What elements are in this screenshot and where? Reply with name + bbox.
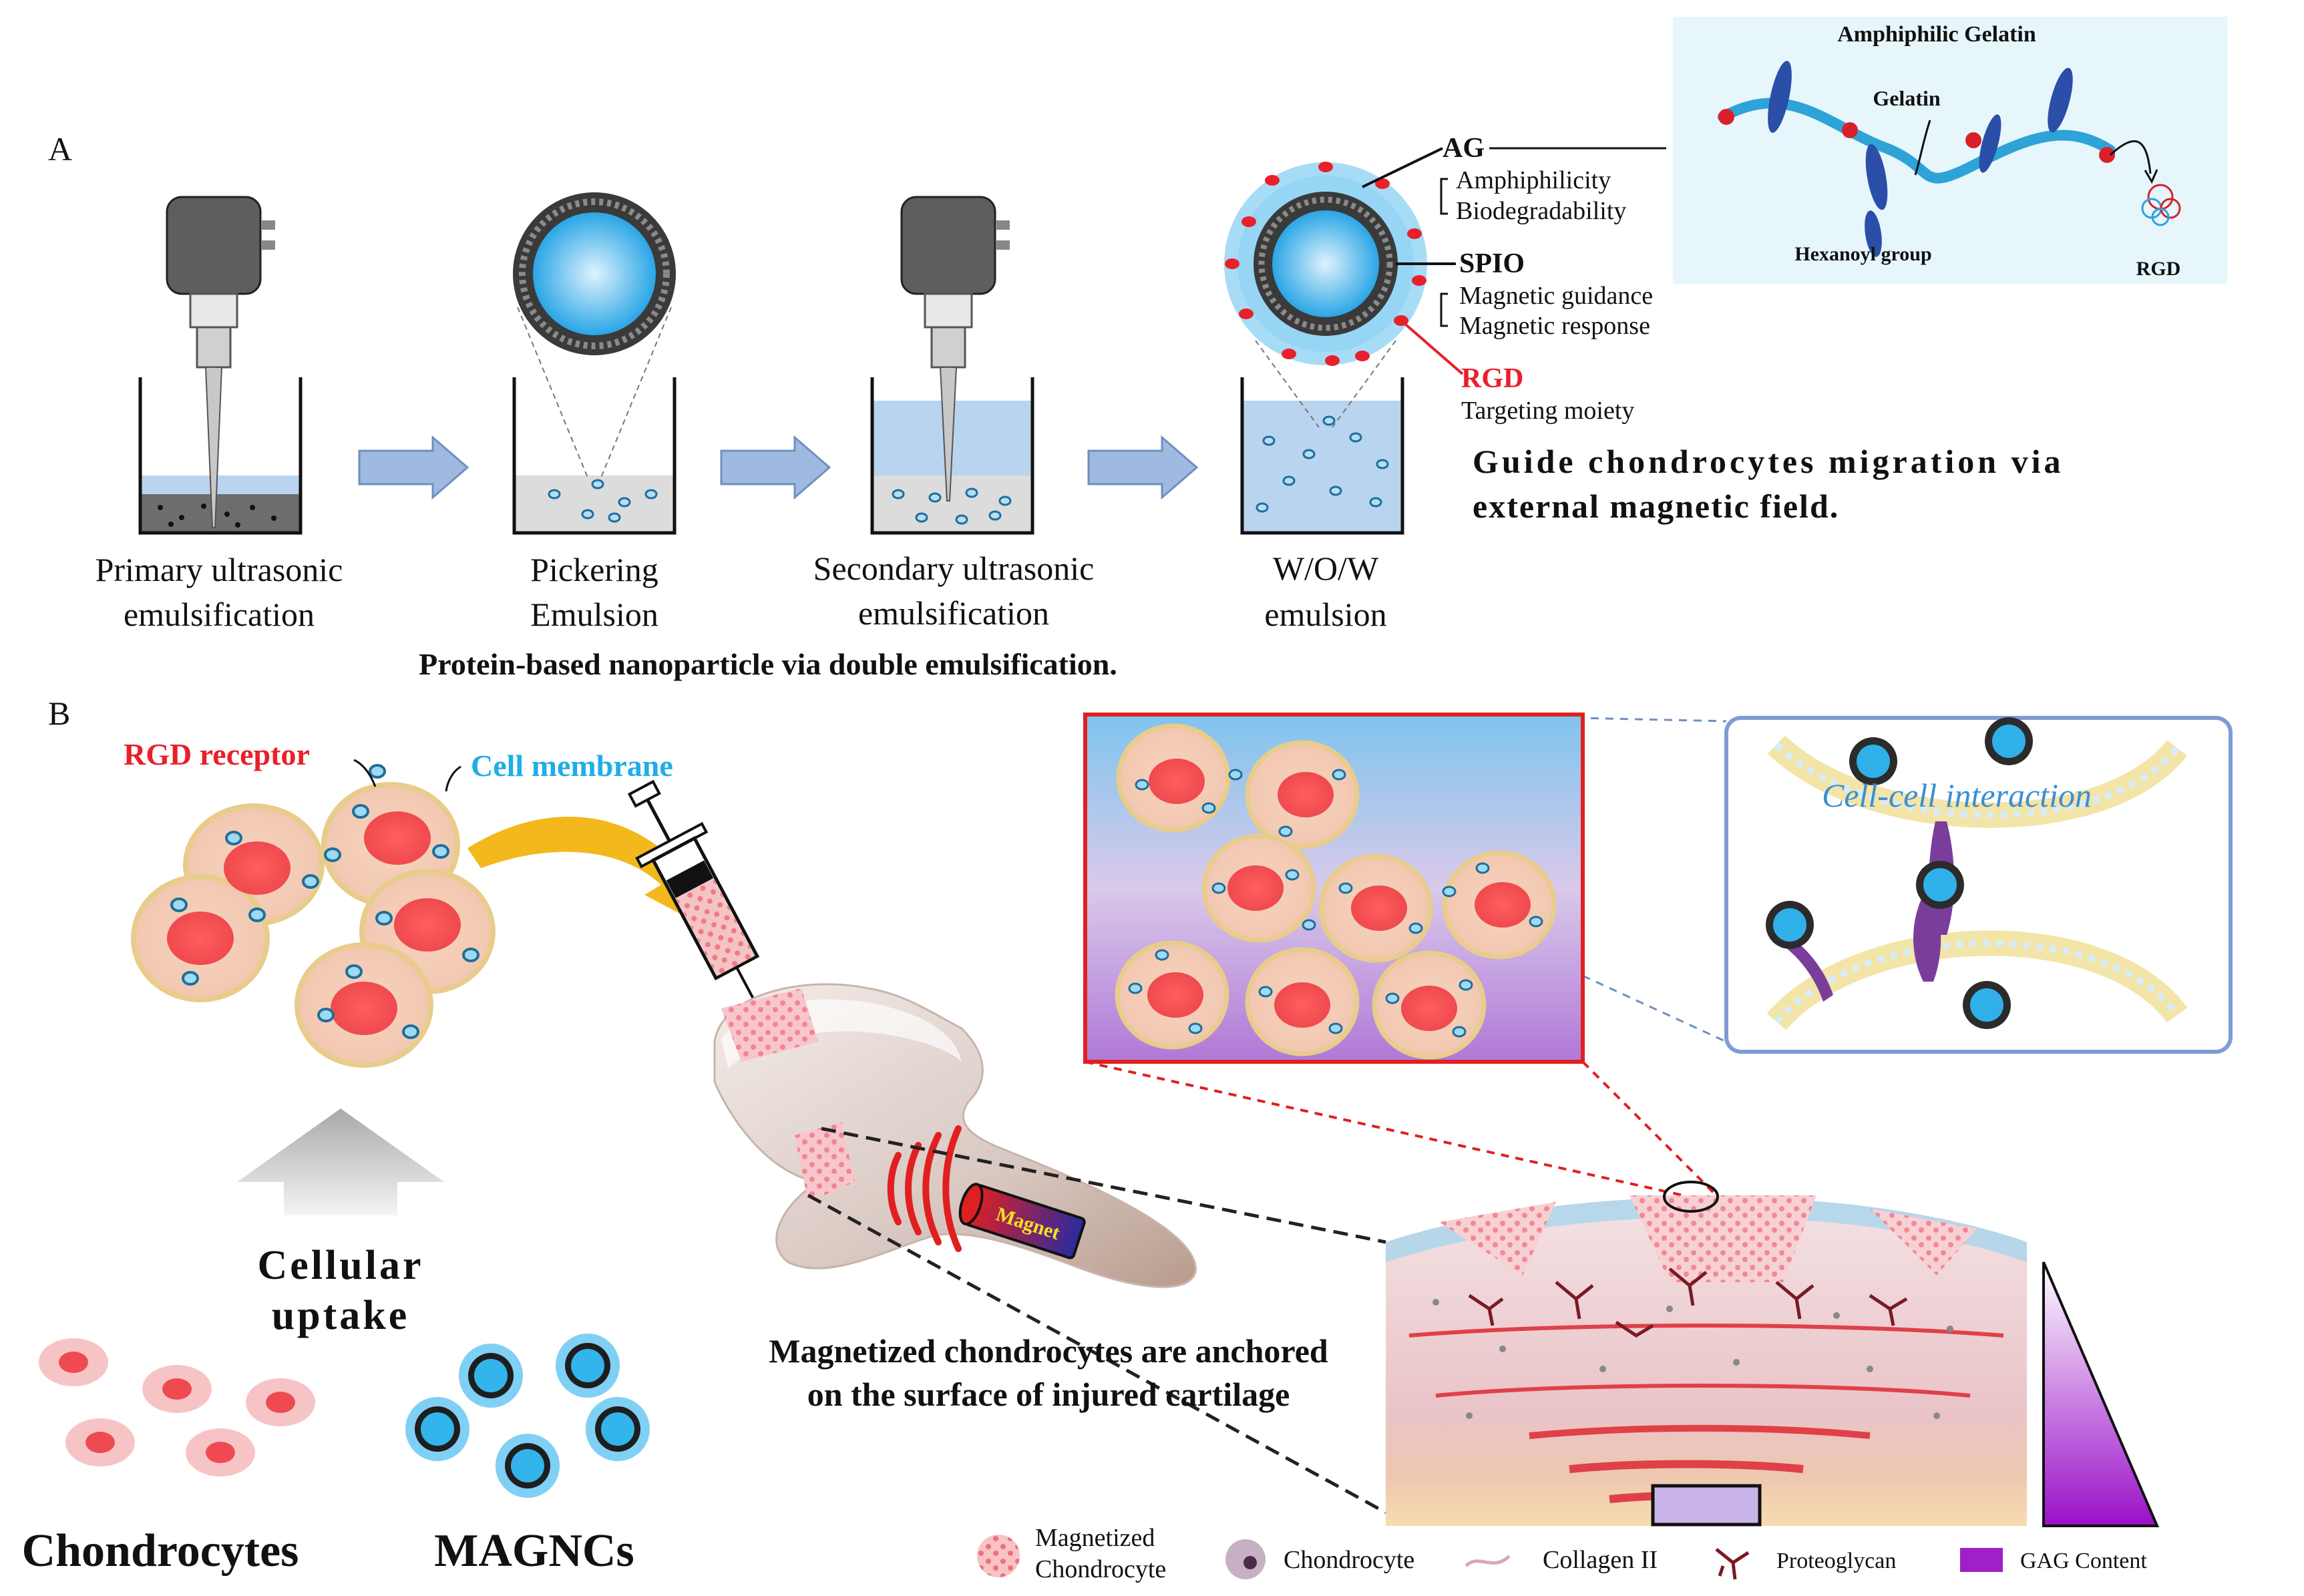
step-2-line2: Emulsion	[530, 596, 658, 633]
guide-text-line1: Guide chondrocytes migration via	[1473, 443, 2064, 480]
step-3-line2: emulsification	[858, 594, 1049, 632]
legend-chondrocyte-icon	[1225, 1539, 1266, 1579]
cell-membrane-pointer	[445, 765, 461, 792]
inset-gelatin: Gelatin	[1873, 86, 1941, 110]
zoom-connectors	[807, 1127, 1387, 1515]
amphiphilic-gelatin-inset: Amphiphilic Gelatin Gelatin Hexanoyl gro…	[1673, 17, 2227, 284]
label-cell-membrane: Cell membrane	[471, 749, 673, 783]
uptake-arrow	[237, 1109, 444, 1215]
label-magncs: MAGNCs	[434, 1525, 634, 1577]
label-chondrocytes: Chondrocytes	[22, 1525, 299, 1577]
rgd-receptor-pointer	[353, 759, 377, 787]
label-targeting: Targeting moiety	[1461, 397, 1634, 425]
magnetic-nanoparticle	[1224, 147, 1464, 428]
legend-proteoglycan: Proteoglycan	[1776, 1549, 1896, 1573]
step-3-line1: Secondary ultrasonic	[813, 550, 1095, 587]
legend-magnetized-1: Magnetized	[1035, 1524, 1155, 1552]
label-amphiphilicity: Amphiphilicity	[1456, 166, 1611, 194]
label-magnetic-guidance: Magnetic guidance	[1459, 282, 1653, 310]
label-ag: AG	[1443, 133, 1485, 164]
label-magnetic-response: Magnetic response	[1459, 312, 1650, 340]
step-1-line2: emulsification	[124, 596, 315, 633]
legend-chondrocyte: Chondrocyte	[1284, 1546, 1414, 1574]
knee-joint: Magnet	[713, 983, 1197, 1288]
label-rgd-receptor: RGD receptor	[124, 737, 310, 771]
legend-collagen-icon	[1465, 1555, 1511, 1567]
injection-arrow	[467, 816, 701, 925]
syringe	[627, 779, 760, 1007]
label-uptake: uptake	[272, 1293, 410, 1338]
ultrasonic-probe-1	[166, 196, 275, 528]
legend-magnetized-2: Chondrocyte	[1035, 1555, 1166, 1583]
legend-proteoglycan-icon	[1715, 1548, 1750, 1580]
label-rgd: RGD	[1461, 363, 1523, 394]
pickering-droplet	[513, 192, 676, 478]
inset-title: Amphiphilic Gelatin	[1837, 22, 2036, 47]
process-arrow-2	[720, 435, 831, 500]
label-spio: SPIO	[1459, 248, 1525, 279]
panel-a-letter: A	[48, 130, 72, 168]
process-arrow-3	[1087, 435, 1199, 500]
cell-cell-interaction-box: Cell-cell interaction	[1724, 716, 2233, 1054]
process-arrow-1	[358, 435, 469, 500]
step-2-line1: Pickering	[530, 551, 658, 588]
label-cell-cell: Cell-cell interaction	[1822, 777, 2092, 814]
label-biodegradability: Biodegradability	[1456, 197, 1626, 225]
anchored-line1: Magnetized chondrocytes are anchored	[769, 1332, 1328, 1370]
anchored-line2: on the surface of injured cartilage	[807, 1376, 1290, 1413]
magnetized-cell-cluster	[131, 764, 496, 1068]
np-in-box	[1766, 717, 2033, 1029]
beaker-pickering	[512, 377, 677, 535]
beaker-wow	[1240, 377, 1404, 535]
legend-gag-icon	[1960, 1548, 2003, 1572]
guide-text-line2: external magnetic field.	[1473, 487, 1839, 525]
ultrasonic-probe-2	[900, 196, 1010, 502]
cartilage-section	[1386, 1181, 2027, 1527]
chondrocyte-aggregate-box	[1083, 713, 1585, 1064]
chondrocytes-group	[39, 1338, 315, 1476]
magncs-group	[405, 1334, 650, 1498]
panel-a-caption: Protein-based nanoparticle via double em…	[419, 647, 1117, 681]
beaker-primary	[138, 377, 303, 535]
legend: Magnetized Chondrocyte Chondrocyte Colla…	[977, 1524, 2147, 1583]
step-1-line1: Primary ultrasonic	[95, 551, 343, 588]
step-4-line1: W/O/W	[1273, 550, 1379, 587]
inset-rgd: RGD	[2136, 258, 2181, 280]
step-4-line2: emulsion	[1264, 596, 1386, 633]
legend-magnetized-icon	[977, 1535, 1020, 1577]
inset-hexanoyl: Hexanoyl group	[1794, 243, 1931, 265]
panel-b-letter: B	[48, 694, 70, 732]
gag-gradient	[2042, 1261, 2160, 1527]
legend-gag: GAG Content	[2020, 1549, 2147, 1573]
legend-collagen: Collagen II	[1543, 1546, 1658, 1574]
label-cellular: Cellular	[258, 1243, 424, 1288]
